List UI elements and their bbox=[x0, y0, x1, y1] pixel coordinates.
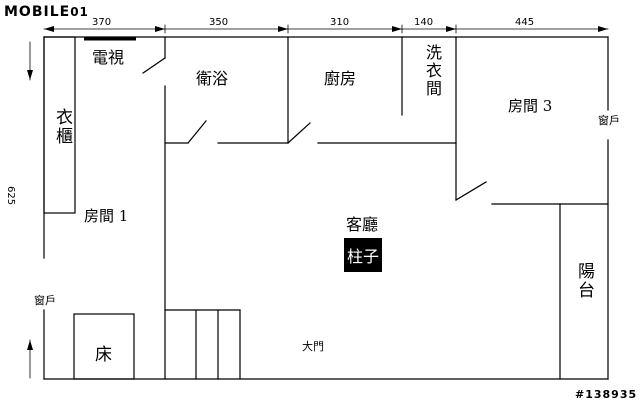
label-window-right: 窗戶 bbox=[598, 114, 620, 127]
wardrobe-box bbox=[43, 36, 76, 214]
label-kitchen: 廚房 bbox=[324, 69, 357, 88]
pillar: 柱子 bbox=[344, 238, 382, 272]
arrow-5 bbox=[446, 26, 456, 32]
label-bathroom: 衛浴 bbox=[196, 69, 229, 88]
label-front-door: 大門 bbox=[302, 340, 324, 353]
arrow-left-bottom bbox=[27, 340, 33, 350]
door-room3 bbox=[455, 181, 487, 201]
arrow-4 bbox=[392, 26, 402, 32]
label-living: 客廳 bbox=[346, 215, 379, 234]
dim-350: 350 bbox=[209, 17, 229, 28]
watermark-brand-suffix: 01 bbox=[70, 5, 89, 19]
dim-625: 625 bbox=[5, 186, 16, 206]
watermark-brand: MOBILE01 bbox=[4, 4, 89, 20]
label-tv: 電視 bbox=[92, 48, 125, 67]
label-laundry: 洗衣間 bbox=[423, 44, 442, 98]
arrow-2 bbox=[155, 26, 165, 32]
arrow-6 bbox=[598, 26, 608, 32]
label-room3: 房間 3 bbox=[508, 97, 553, 115]
arrow-left-top bbox=[27, 70, 33, 80]
label-wardrobe: 衣櫃 bbox=[52, 108, 72, 146]
label-balcony: 陽台 bbox=[574, 262, 594, 300]
dim-140: 140 bbox=[414, 17, 434, 28]
label-bed: 床 bbox=[95, 345, 112, 365]
door-room1 bbox=[142, 57, 166, 74]
tv-bar bbox=[84, 37, 136, 41]
dim-370: 370 bbox=[92, 17, 112, 28]
arrow-3 bbox=[278, 26, 288, 32]
watermark-brand-text: MOBILE bbox=[4, 4, 71, 20]
label-window-left: 窗戶 bbox=[34, 294, 56, 307]
label-room1: 房間 1 bbox=[84, 207, 129, 225]
door-kitchen bbox=[287, 122, 311, 144]
door-bath bbox=[187, 120, 207, 144]
arrow-1 bbox=[44, 26, 54, 32]
dim-310: 310 bbox=[330, 17, 350, 28]
watermark-code: #138935 bbox=[575, 388, 638, 401]
dim-445: 445 bbox=[515, 17, 535, 28]
bed-box bbox=[73, 313, 135, 380]
